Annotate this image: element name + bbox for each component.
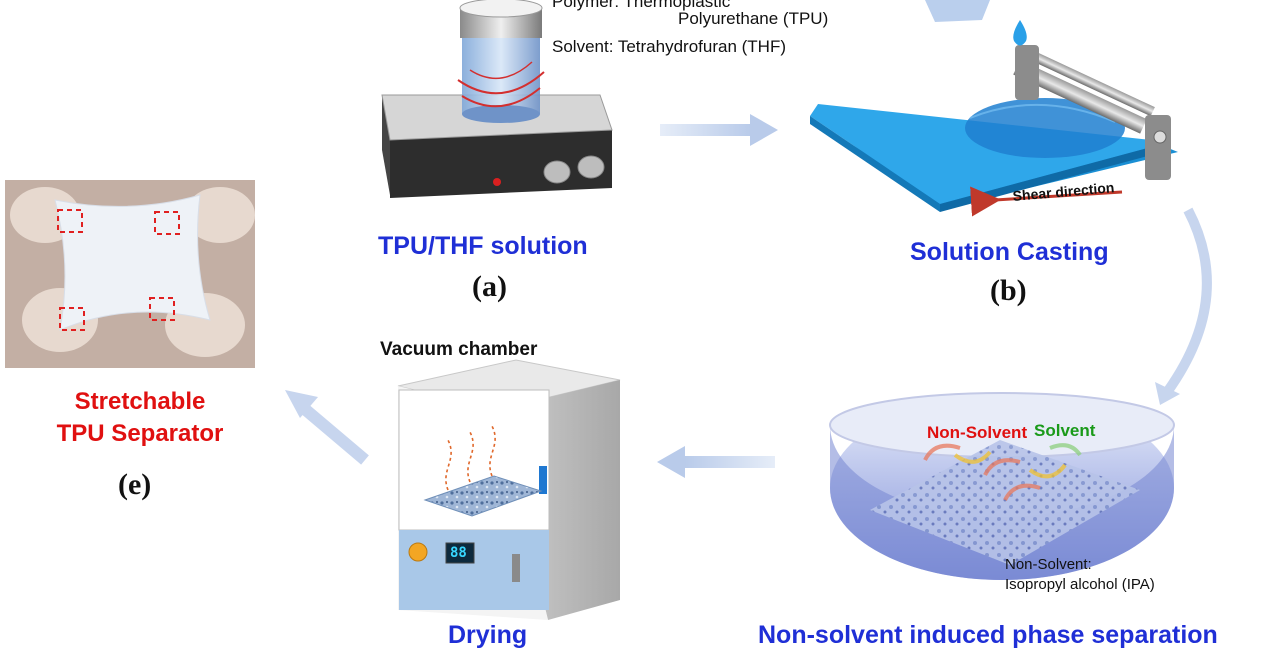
stage-b-title: Solution Casting (910, 238, 1109, 266)
arrow-c-to-d (657, 446, 775, 478)
stage-a-title: TPU/THF solution (378, 232, 588, 260)
stage-b-letter: (b) (990, 274, 1027, 307)
solvent-label: Solvent: Tetrahydrofuran (THF) (552, 37, 786, 56)
stage-a-letter: (a) (472, 270, 507, 303)
nips-bath-illustration (829, 392, 1175, 580)
stage-c-title: Non-solvent induced phase separation (758, 621, 1218, 649)
vacuum-chamber-label: Vacuum chamber (380, 339, 538, 360)
oven-display: 88 (450, 545, 467, 561)
arrow-b-to-c (1155, 207, 1212, 405)
stretched-separator-photo (5, 180, 255, 368)
vacuum-oven-illustration (397, 359, 621, 620)
arrow-d-to-e (285, 390, 369, 465)
stage-e-title-line1: Stretchable (74, 388, 206, 415)
polymer-label-line2: Polyurethane (TPU) (678, 9, 829, 28)
solution-casting-illustration (810, 0, 1178, 217)
stage-e-letter: (e) (118, 468, 152, 501)
nonsolvent-label-line2: Isopropyl alcohol (IPA) (1005, 576, 1155, 593)
nonsolvent-label-line1: Non-Solvent: (1005, 556, 1092, 573)
stage-e-title: Stretchable TPU Separator (30, 386, 250, 450)
polymer-label-line1: Polymer: Thermoplastic (552, 0, 731, 11)
solvent-tag: Solvent (1034, 421, 1096, 440)
stage-d-title: Drying (448, 621, 528, 649)
stage-e-title-line2: TPU Separator (56, 420, 224, 447)
flow-arrows (285, 114, 1212, 478)
nonsolvent-tag: Non-Solvent (927, 423, 1028, 442)
hotplate-stirrer-illustration (381, 0, 613, 198)
arrow-a-to-b (660, 114, 778, 146)
film-applicator (1013, 45, 1171, 180)
